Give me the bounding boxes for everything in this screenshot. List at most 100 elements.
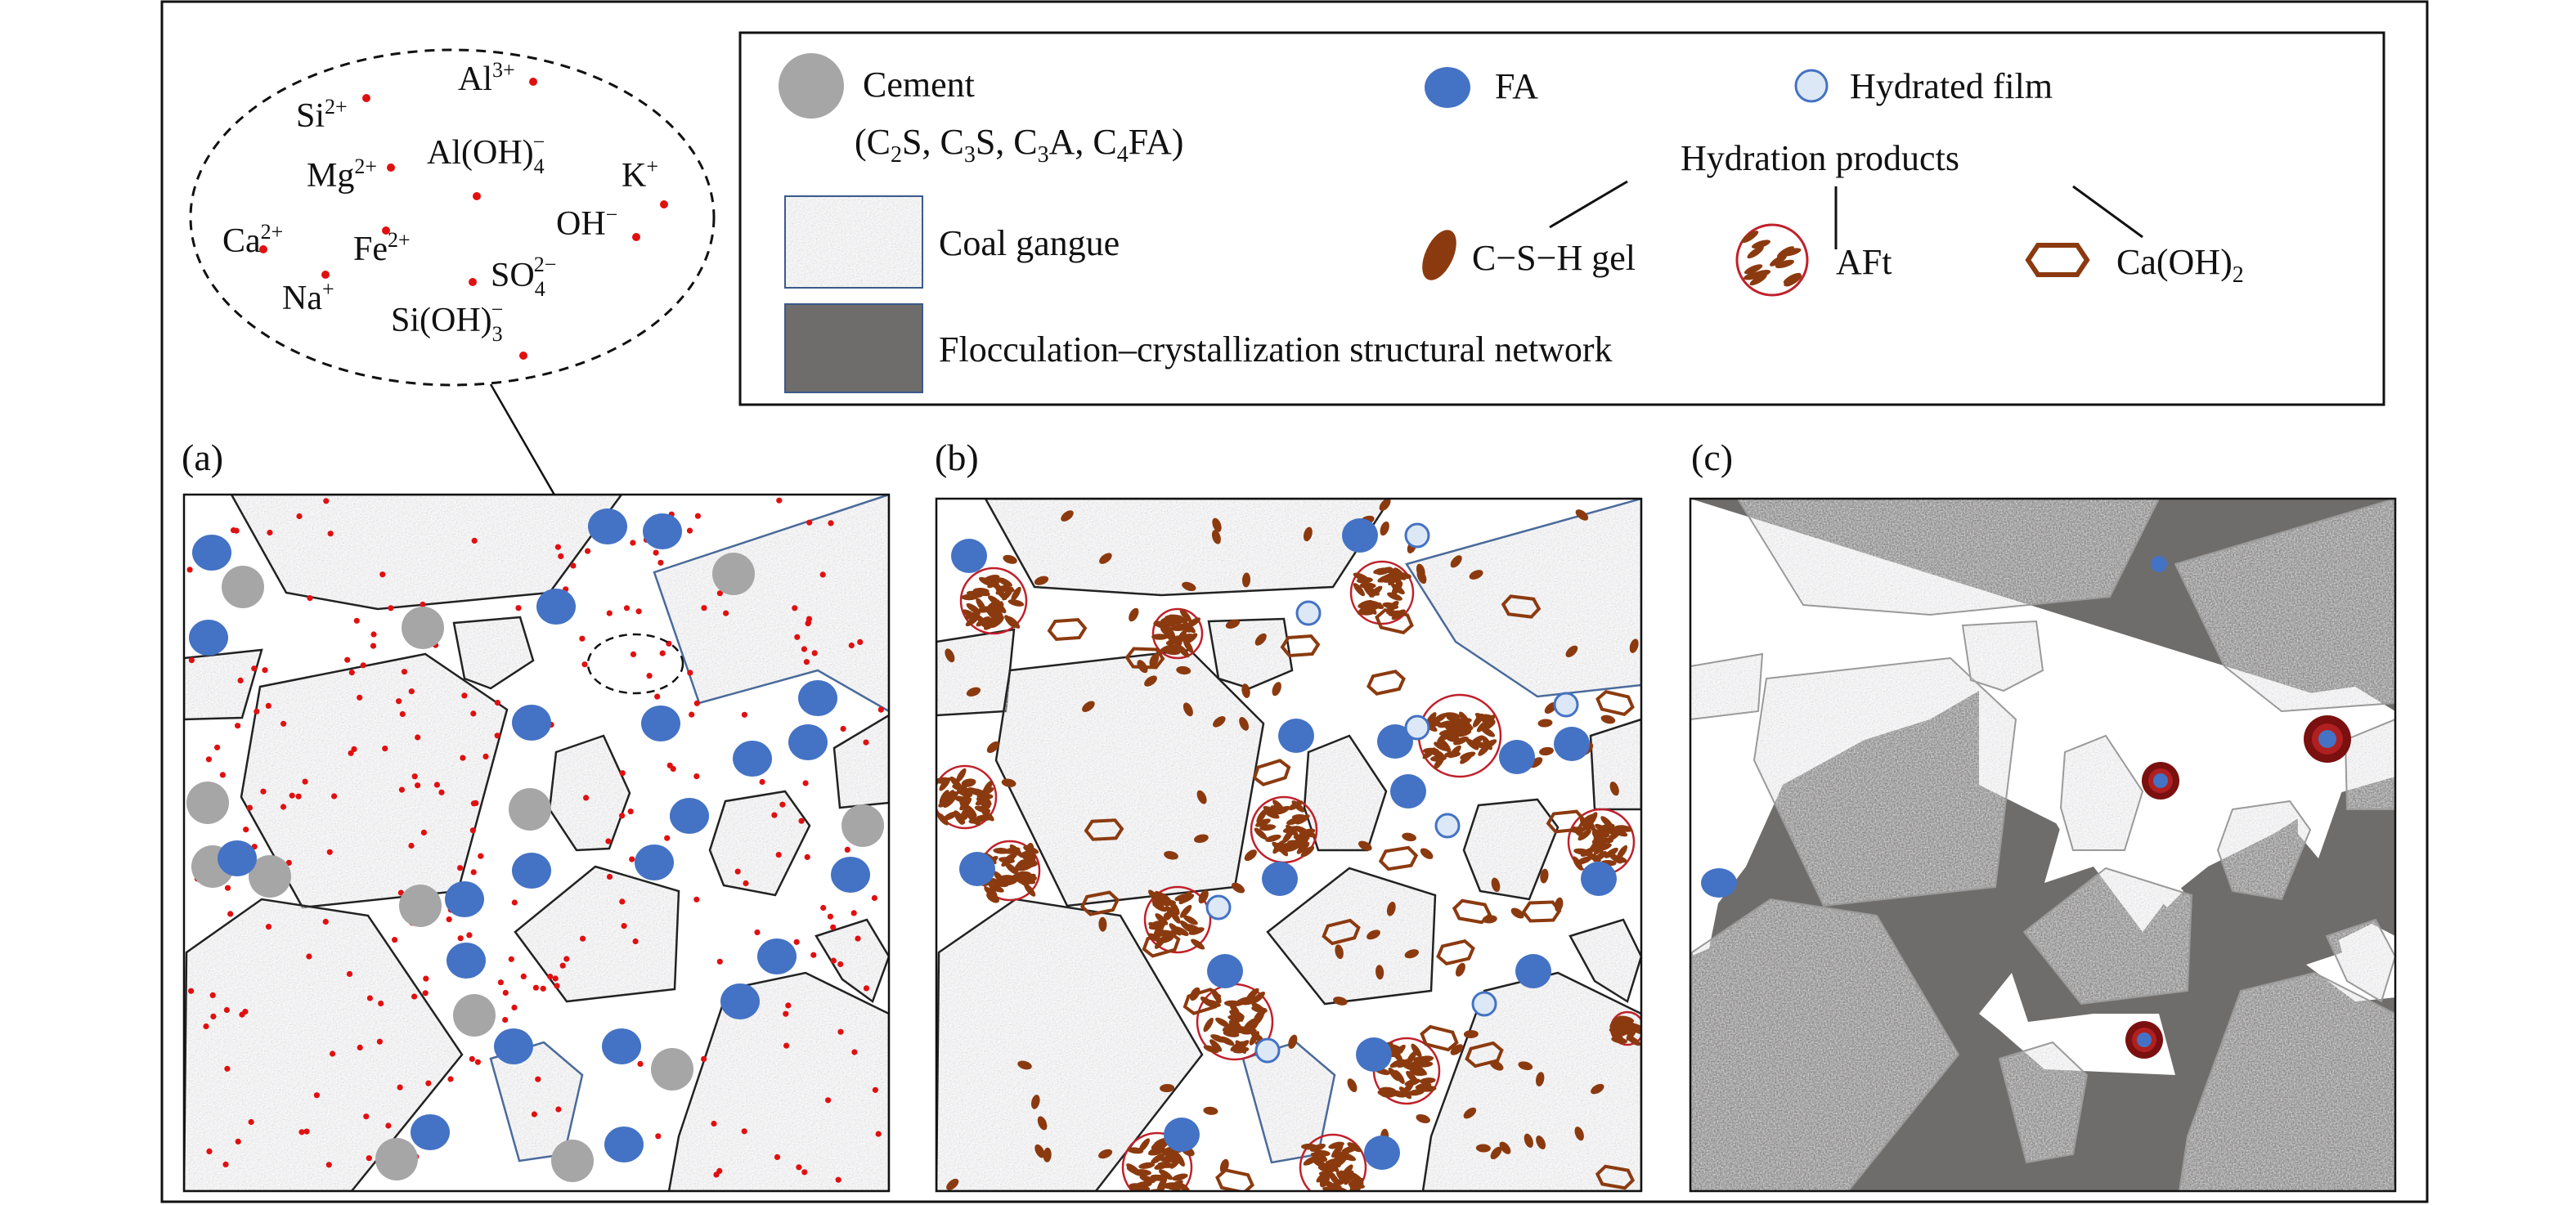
csh-gel-particle: [1481, 719, 1496, 729]
csh-gel-particle: [1420, 848, 1434, 859]
panel-c-label: (c): [1691, 437, 1733, 478]
ion-ca: Ca2+: [222, 220, 283, 260]
csh-gel-particle: [988, 887, 998, 902]
fa-particle: [1377, 724, 1413, 759]
csh-gel-particle: [1575, 509, 1589, 521]
coated-fa-particles: [2125, 715, 2351, 1059]
cement-particle: [551, 1140, 594, 1182]
fa-particle: [189, 620, 228, 656]
csh-gel-particle: [1416, 1113, 1430, 1124]
csh-gel-particle: [1037, 1116, 1048, 1131]
cement-particle: [712, 553, 755, 595]
fa-particle: [536, 589, 576, 625]
csh-gel-particle: [1034, 576, 1049, 585]
caoh2-crystal: [1420, 1024, 1459, 1052]
aft-cluster: [1609, 1010, 1641, 1046]
csh-gel-particle: [1518, 1061, 1533, 1071]
csh-gel-particle: [1272, 682, 1281, 697]
fa-particle: [1581, 862, 1617, 896]
ion-fe: Fe2+: [353, 228, 411, 268]
csh-gel-particle: [1225, 619, 1240, 629]
csh-gel-particle: [1463, 1107, 1477, 1119]
caoh2-label: Ca(OH)2: [2116, 242, 2244, 288]
fa-particle: [1262, 862, 1298, 896]
fa-label: FA: [1495, 66, 1538, 106]
aft-cluster: [1151, 607, 1204, 660]
cement-particle: [399, 885, 442, 927]
coal-gangue-particle: [1589, 718, 1641, 811]
csh-gel-particle: [946, 1178, 959, 1190]
aft-cluster: [1121, 1131, 1193, 1191]
coated-fa-particle: [2304, 715, 2351, 763]
fa-particle: [218, 840, 257, 876]
hydration-products-label: Hydration products: [1681, 138, 1959, 178]
caoh2-crystal: [1280, 634, 1321, 658]
csh-gel-particle: [1213, 716, 1226, 728]
panel-a: [182, 493, 891, 1193]
caoh2-crystal: [1047, 617, 1088, 642]
csh-gel-particle: [1098, 1149, 1113, 1159]
fa-particle: [1207, 954, 1243, 988]
panel-a-label: (a): [182, 437, 223, 478]
coal-gangue-particle: [2174, 499, 2395, 713]
caoh2-crystal: [1252, 759, 1291, 786]
caoh2-crystal: [1142, 930, 1181, 958]
fa-particle: [602, 1028, 641, 1064]
csh-gel-particle: [1244, 849, 1257, 862]
csh-gel-particle: [1189, 987, 1200, 1001]
fa-particle: [1164, 1118, 1200, 1152]
legend: Cement (C2S, C3S, C3A, C4FA) Coal gangue…: [738, 31, 2385, 406]
caoh2-crystal: [1465, 1041, 1504, 1068]
csh-gel-particle: [1031, 1095, 1040, 1109]
coated-fa-particle: [2142, 762, 2179, 800]
coal-gangue-particle: [1568, 918, 1641, 1003]
fa-particle: [1499, 740, 1535, 774]
csh-gel-particle: [1524, 1133, 1533, 1148]
cement-particle: [509, 788, 551, 831]
coal-gangue-particle: [936, 628, 1016, 717]
csh-gel-symbol: [1422, 230, 1456, 280]
fa-particle: [1278, 719, 1314, 753]
coal-gangue-particle: [1752, 656, 2017, 907]
figure-frame: [160, 0, 2429, 1203]
csh-gel-particle: [1540, 868, 1549, 884]
csh-gel-particle: [1555, 897, 1564, 912]
coal-gangue-symbol: [784, 195, 923, 289]
ion-oh: OH−: [556, 203, 617, 243]
csh-gel-particle: [1536, 1136, 1546, 1149]
coal-gangue-particles: [1690, 499, 2395, 1191]
csh-gel-particle: [1099, 553, 1112, 564]
csh-gel-particle: [1003, 554, 1017, 564]
csh-gel-particle: [1489, 1060, 1504, 1071]
coal-gangue-particle: [184, 648, 263, 721]
coal-gangue-particle: [2178, 971, 2395, 1191]
caoh2-crystal: [1595, 689, 1635, 717]
coal-gangue-particle: [489, 1041, 584, 1162]
csh-gel-particle: [1303, 526, 1313, 542]
aft-cluster: [959, 567, 1028, 635]
cement-particle: [402, 607, 444, 649]
coal-gangue-particle: [1998, 1041, 2089, 1164]
fa-particle: [445, 881, 484, 917]
csh-gel-particle: [1241, 683, 1250, 698]
csh-gel-particle: [1149, 653, 1160, 668]
fa-particle: [720, 983, 760, 1019]
csh-gel-particle: [986, 741, 999, 754]
fa-particle: [1364, 1136, 1400, 1170]
ion-si: Si2+: [296, 95, 348, 135]
caoh2-crystal: [1595, 1164, 1636, 1190]
csh-gel-particle: [1288, 1034, 1298, 1049]
coal-gangue-particle: [653, 495, 889, 713]
caoh2-crystal: [1322, 918, 1361, 946]
csh-gel-particle: [1194, 834, 1209, 844]
csh-gel-particle: [1380, 521, 1389, 536]
csh-gel-particle: [1196, 790, 1207, 804]
network-symbol: [784, 303, 923, 393]
csh-gel-particle: [1198, 889, 1209, 904]
caoh2-crystal: [1079, 890, 1120, 916]
hydrated-film-particle: [1434, 813, 1461, 839]
fa-particle: [1390, 774, 1426, 809]
csh-gel-particle: [1469, 570, 1483, 580]
